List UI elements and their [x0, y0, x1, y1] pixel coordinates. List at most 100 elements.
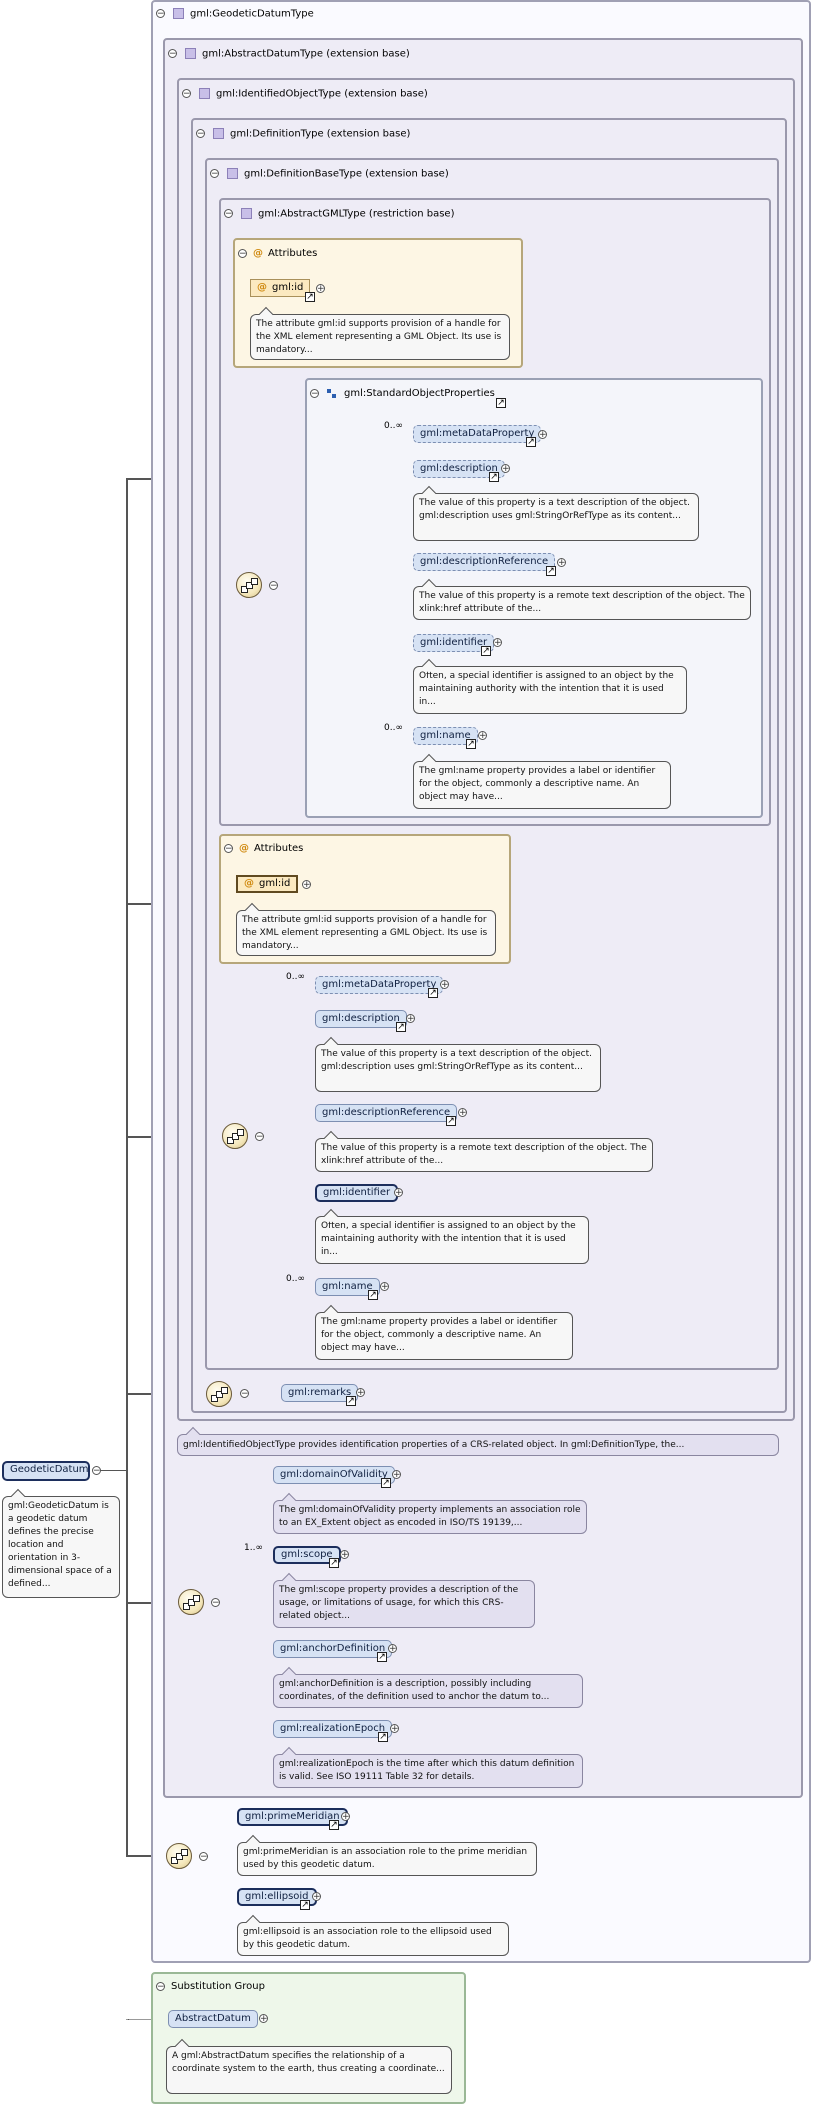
domain-of-validity-element[interactable]: gml:domainOfValidity [273, 1466, 395, 1484]
ref-arrow-icon[interactable]: ↗ [489, 472, 499, 482]
name-element-2[interactable]: gml:name [315, 1278, 380, 1296]
attributes-collapse-icon[interactable]: − [238, 248, 247, 259]
prime-meridian-doc: gml:primeMeridian is an association role… [237, 1842, 537, 1876]
root-collapse-icon[interactable]: − [92, 1466, 101, 1476]
expand-icon[interactable]: + [312, 1892, 321, 1902]
root-element-geodetic-datum[interactable]: GeodeticDatum [2, 1461, 90, 1481]
ref-arrow-icon[interactable]: ↗ [546, 566, 556, 576]
complex-type-icon [185, 48, 196, 59]
description-reference-element-1[interactable]: gml:descriptionReference [413, 553, 556, 571]
expand-icon[interactable]: + [394, 1188, 403, 1198]
sequence-collapse-icon[interactable]: − [211, 1598, 220, 1608]
complex-type-icon [173, 8, 184, 19]
prime-meridian-element[interactable]: gml:primeMeridian [237, 1808, 348, 1826]
expand-icon[interactable]: + [458, 1108, 467, 1118]
anchor-definition-element[interactable]: gml:anchorDefinition [273, 1640, 393, 1658]
sequence-collapse-icon[interactable]: − [240, 1389, 249, 1399]
ref-arrow-icon[interactable]: ↗ [329, 1558, 339, 1568]
definition-base-type-collapse-icon[interactable]: − [210, 169, 219, 179]
gml-id-attribute-1[interactable]: @gml:id [250, 279, 311, 297]
attributes-collapse-icon[interactable]: − [224, 843, 233, 854]
ref-arrow-icon[interactable]: ↗ [346, 1396, 356, 1406]
complex-type-icon [241, 208, 252, 219]
name-element-1[interactable]: gml:name [413, 727, 478, 745]
attributes-header-2: −@Attributes [224, 843, 303, 855]
abstract-datum-type-collapse-icon[interactable]: − [168, 49, 177, 59]
ref-arrow-icon[interactable]: ↗ [526, 437, 536, 447]
ref-arrow-icon[interactable]: ↗ [428, 988, 438, 998]
expand-icon[interactable]: + [392, 1470, 401, 1480]
substitution-group-collapse-icon[interactable]: − [156, 1981, 165, 1992]
ref-arrow-icon[interactable]: ↗ [329, 1820, 339, 1830]
sequence-compositor-6[interactable] [166, 1843, 192, 1869]
expand-icon[interactable]: + [316, 284, 325, 294]
identifier-doc-2: Often, a special identifier is assigned … [315, 1216, 589, 1264]
expand-icon[interactable]: + [478, 731, 487, 741]
ref-arrow-icon[interactable]: ↗ [377, 1652, 387, 1662]
identified-object-type-title: gml:IdentifiedObjectType (extension base… [216, 88, 428, 100]
description-reference-element-2[interactable]: gml:descriptionReference [315, 1104, 458, 1122]
expand-icon[interactable]: + [501, 464, 510, 474]
identified-object-type-collapse-icon[interactable]: − [182, 89, 191, 99]
expand-icon[interactable]: + [406, 1014, 415, 1024]
root-documentation: gml:GeodeticDatum is a geodetic datum de… [2, 1496, 120, 1598]
scope-element[interactable]: gml:scope [273, 1546, 341, 1564]
sequence-compositor-4[interactable] [206, 1381, 232, 1407]
ref-arrow-icon[interactable]: ↗ [305, 292, 315, 302]
description-doc-1: The value of this property is a text des… [413, 493, 699, 541]
identified-object-type-doc: gml:IdentifiedObjectType provides identi… [177, 1434, 779, 1456]
ref-arrow-icon[interactable]: ↗ [466, 739, 476, 749]
cardinality-label: 0..∞ [286, 1274, 305, 1284]
abstract-gml-type-collapse-icon[interactable]: − [224, 209, 233, 219]
sequence-compositor-3[interactable] [222, 1123, 248, 1149]
group-collapse-icon[interactable]: − [310, 388, 319, 399]
ref-arrow-icon[interactable]: ↗ [446, 1116, 456, 1126]
attributes-title-2: Attributes [254, 843, 304, 854]
expand-icon[interactable]: + [388, 1644, 397, 1654]
ref-arrow-icon[interactable]: ↗ [381, 1478, 391, 1488]
expand-icon[interactable]: + [538, 430, 547, 440]
realization-epoch-element[interactable]: gml:realizationEpoch [273, 1720, 393, 1738]
ref-arrow-icon[interactable]: ↗ [496, 398, 506, 408]
ref-arrow-icon[interactable]: ↗ [378, 1732, 388, 1742]
expand-icon[interactable]: + [356, 1388, 365, 1398]
description-element-1[interactable]: gml:description [413, 460, 505, 478]
ref-arrow-icon[interactable]: ↗ [300, 1900, 310, 1910]
remarks-element[interactable]: gml:remarks [281, 1384, 359, 1402]
definition-type-title: gml:DefinitionType (extension base) [230, 128, 411, 140]
meta-data-property-element-2[interactable]: gml:metaDataProperty [315, 976, 444, 994]
sequence-collapse-icon[interactable]: − [269, 581, 278, 591]
expand-icon[interactable]: + [380, 1282, 389, 1292]
definition-type-collapse-icon[interactable]: − [196, 129, 205, 139]
sequence-compositor-5[interactable] [178, 1589, 204, 1615]
name-doc-1: The gml:name property provides a label o… [413, 761, 671, 809]
identifier-element-2[interactable]: gml:identifier [315, 1184, 399, 1202]
abstract-datum-element[interactable]: AbstractDatum [168, 2010, 258, 2028]
expand-icon[interactable]: + [302, 880, 311, 890]
expand-icon[interactable]: + [341, 1812, 350, 1822]
sequence-collapse-icon[interactable]: − [255, 1132, 264, 1142]
expand-icon[interactable]: + [440, 980, 449, 990]
ref-arrow-icon[interactable]: ↗ [368, 1290, 378, 1300]
identifier-element-1[interactable]: gml:identifier [413, 634, 495, 652]
abstract-datum-doc: A gml:AbstractDatum specifies the relati… [166, 2046, 452, 2094]
ref-arrow-icon[interactable]: ↗ [481, 646, 491, 656]
description-element-2[interactable]: gml:description [315, 1010, 407, 1028]
gml-id-attribute-2[interactable]: @gml:id [236, 875, 299, 893]
geodetic-datum-type-collapse-icon[interactable]: − [156, 9, 165, 19]
expand-icon[interactable]: + [390, 1724, 399, 1734]
sequence-collapse-icon[interactable]: − [199, 1852, 208, 1862]
expand-icon[interactable]: + [493, 638, 502, 648]
attribute-icon: @ [253, 248, 263, 259]
ref-arrow-icon[interactable]: ↗ [396, 1022, 406, 1032]
substitution-group-header: −Substitution Group [156, 1981, 265, 1993]
complex-type-icon [213, 128, 224, 139]
sequence-compositor-1[interactable] [236, 572, 262, 598]
expand-icon[interactable]: + [340, 1550, 349, 1560]
expand-icon[interactable]: + [557, 558, 566, 568]
description-reference-doc-2: The value of this property is a remote t… [315, 1138, 653, 1172]
meta-data-property-element-1[interactable]: gml:metaDataProperty [413, 425, 542, 443]
identified-object-type-header: − gml:IdentifiedObjectType (extension bas… [182, 88, 428, 101]
description-reference-doc-1: The value of this property is a remote t… [413, 586, 751, 620]
expand-icon[interactable]: + [259, 2014, 268, 2024]
